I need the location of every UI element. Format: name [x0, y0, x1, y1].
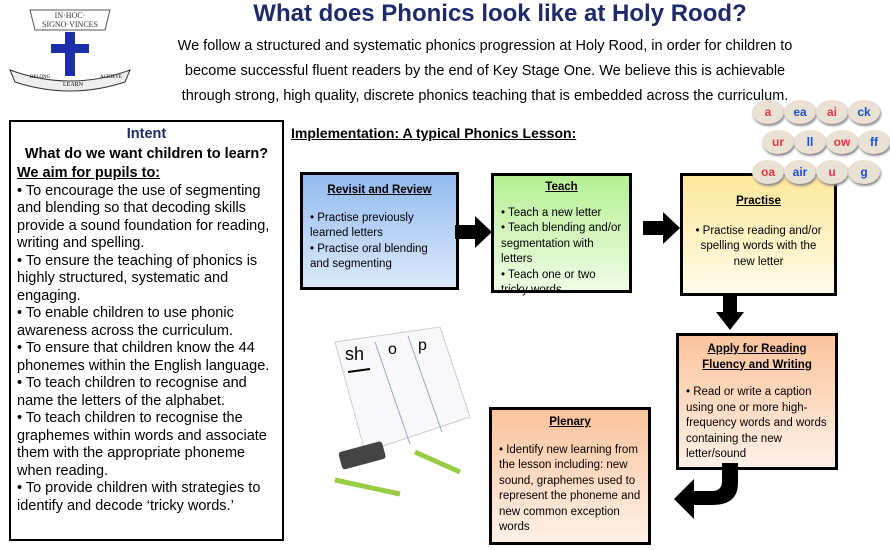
whiteboard-illustration: sh o p	[334, 326, 471, 497]
phonics-stone: air	[784, 160, 816, 184]
step-revisit-review: Revisit and Review • Practise previously…	[300, 172, 459, 290]
step-title: Apply for Reading Fluency and Writing	[702, 343, 812, 371]
step-practise: Practise • Practise reading and/or spell…	[680, 173, 837, 296]
svg-text:ACHIEVE: ACHIEVE	[100, 75, 122, 80]
step-title: Practise	[736, 195, 781, 207]
intent-item: • To teach children to recognise and nam…	[17, 375, 247, 409]
phonics-stone: ur	[762, 130, 794, 154]
intent-heading: Intent	[126, 126, 167, 142]
intro-line: become successful fluent readers by the …	[184, 63, 786, 79]
phonics-stone: ai	[816, 100, 848, 124]
intent-aim: We aim for pupils to:	[17, 165, 161, 181]
arrow-down-icon	[716, 294, 744, 330]
intent-item: • To encourage the use of segmenting and…	[17, 182, 270, 252]
arrow-right-icon	[455, 216, 492, 248]
phonics-stone: g	[848, 160, 880, 184]
step-item: • Teach one or two tricky words	[501, 268, 596, 297]
implementation-heading: Implementation: A typical Phonics Lesson…	[291, 125, 577, 141]
step-plenary: Plenary • Identify new learning from the…	[489, 407, 651, 545]
whiteboard-letter: p	[418, 337, 427, 354]
intro-line: We follow a structured and systematic ph…	[177, 38, 793, 54]
intent-item: • To ensure that children know the 44 ph…	[17, 340, 270, 374]
phonics-stone: u	[816, 160, 848, 184]
step-item: • Practise oral blending and segmenting	[310, 242, 428, 271]
intent-question: What do we want children to learn?	[24, 145, 269, 162]
svg-text:LEARN: LEARN	[63, 82, 84, 88]
phonics-stone: ck	[848, 100, 880, 124]
phonics-stone: a	[752, 100, 784, 124]
step-apply: Apply for Reading Fluency and Writing • …	[676, 333, 838, 470]
intent-item: • To teach children to recognise the gra…	[17, 410, 267, 479]
svg-text:SIGNO·VINCES: SIGNO·VINCES	[42, 20, 98, 29]
step-item: • Teach a new letter	[501, 206, 602, 219]
intent-item: • To ensure the teaching of phonics is h…	[17, 252, 258, 304]
svg-text:BELONG: BELONG	[30, 75, 51, 80]
whiteboard-letter: o	[388, 341, 397, 358]
intent-item: • To enable children to use phonic aware…	[17, 305, 234, 339]
step-item: • Practise reading and/or spelling words…	[695, 224, 822, 268]
intro-line: through strong, high quality, discrete p…	[181, 88, 789, 104]
step-item: • Teach blending and/or segmentation wit…	[501, 222, 622, 265]
step-title: Plenary	[549, 416, 591, 428]
whiteboard-letter: sh	[345, 344, 364, 364]
arrow-right-icon	[643, 212, 680, 244]
step-title: Revisit and Review	[327, 184, 432, 196]
svg-text:IN·HOC·: IN·HOC·	[55, 11, 86, 20]
step-title: Teach	[545, 181, 578, 193]
school-logo: IN·HOC· SIGNO·VINCES BELONG LEARN ACHIEV…	[9, 9, 131, 92]
curved-arrow-icon	[674, 463, 738, 519]
phonics-stone: ff	[858, 130, 890, 154]
step-item: • Read or write a caption using one or m…	[686, 386, 827, 460]
intent-item: • To provide children with strategies to…	[17, 480, 261, 514]
phonics-stone: ll	[794, 130, 826, 154]
phonics-stone: ow	[826, 130, 858, 154]
intent-panel: Intent What do we want children to learn…	[9, 120, 284, 541]
step-item: • Practise previously learned letters	[310, 211, 414, 240]
phonics-stone: oa	[752, 160, 784, 184]
page-title: What does Phonics look like at Holy Rood…	[253, 0, 747, 27]
step-teach: Teach • Teach a new letter • Teach blend…	[491, 173, 632, 296]
phonics-stone: ea	[784, 100, 816, 124]
step-item: • Identify new learning from the lesson …	[499, 443, 641, 534]
